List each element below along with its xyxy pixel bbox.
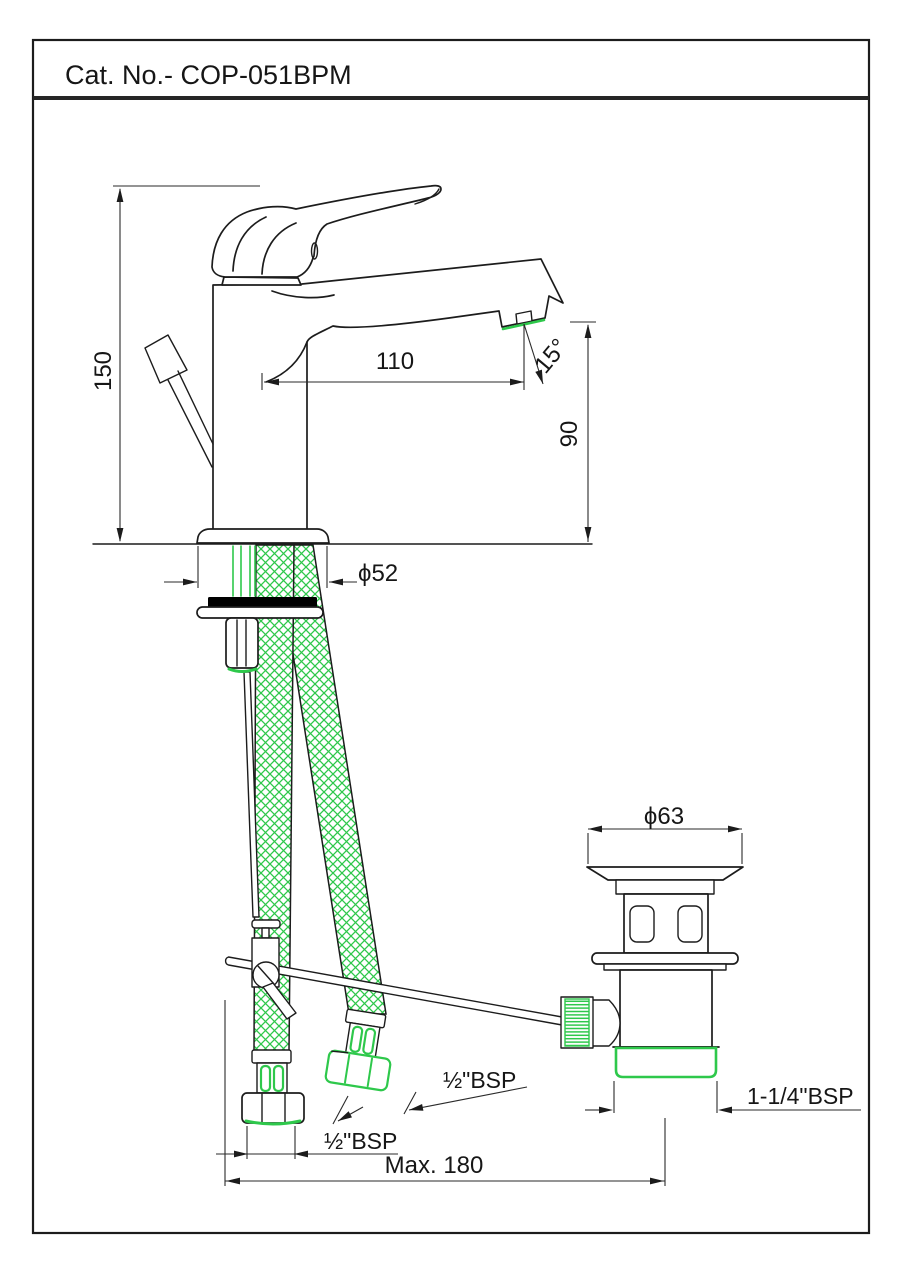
dim-label-110: 110 xyxy=(376,348,414,375)
handle-neck xyxy=(221,276,302,286)
aerator-insert xyxy=(515,310,533,325)
spout-collar-curve xyxy=(271,290,335,299)
overflow-slot xyxy=(677,905,703,943)
dim-waste-thread: 1-1/4"BSP xyxy=(585,1081,861,1114)
dim-label-1-14-bsp: 1-1/4"BSP xyxy=(747,1083,854,1109)
faucet-base-hardware xyxy=(196,545,324,673)
dim-spout-reach: 110 xyxy=(261,348,524,390)
dim-label-half-bsp-right: ½"BSP xyxy=(443,1067,516,1093)
dim-max-mounting-span: Max. 180 xyxy=(224,1000,666,1186)
dim-label-max-180: Max. 180 xyxy=(385,1152,484,1179)
hose-fitting-right xyxy=(324,1008,392,1092)
faucet-body xyxy=(212,258,564,531)
dim-hose-thread-left: ½"BSP xyxy=(216,1126,398,1159)
rubber-gasket xyxy=(208,597,317,608)
pop-up-waste-assembly xyxy=(560,866,744,1079)
waste-lower-body xyxy=(619,969,713,1048)
mounting-nut xyxy=(225,617,259,669)
dim-label-phi63: ϕ63 xyxy=(644,803,684,830)
waste-mid-flange xyxy=(591,952,739,965)
flexible-hose-right xyxy=(275,544,387,1015)
dim-label-90: 90 xyxy=(556,421,583,448)
dim-waste-flange-diameter: ϕ63 xyxy=(587,803,743,864)
spout-root-curve xyxy=(265,341,308,383)
linkage-pivot-block xyxy=(251,919,297,1020)
rod-connector xyxy=(593,999,621,1047)
washer xyxy=(196,606,324,619)
sheet-frame: Cat. No.- COP-051BPM xyxy=(31,38,871,1235)
handle-lever xyxy=(211,184,442,278)
dim-overall-height: 150 xyxy=(90,185,260,542)
dim-hose-thread-right: ½"BSP xyxy=(332,1067,528,1125)
dim-spout-height: 90 xyxy=(556,321,596,542)
pop-up-knob xyxy=(144,334,214,468)
base-flange xyxy=(196,528,330,544)
dim-label-phi52: ϕ52 xyxy=(358,560,398,587)
faucet-handle xyxy=(211,184,442,286)
pivot-lever xyxy=(262,982,297,1020)
dim-body-diameter: ϕ52 xyxy=(164,546,398,588)
dim-label-half-bsp-left: ½"BSP xyxy=(324,1128,397,1154)
waste-top-flange xyxy=(586,866,744,881)
hose-fitting-left xyxy=(241,1049,305,1126)
waste-thread-highlight xyxy=(614,1046,718,1079)
dim-spout-angle: 15° xyxy=(523,323,573,390)
dim-label-150: 150 xyxy=(90,351,117,391)
catalog-number: Cat. No.- COP-051BPM xyxy=(65,60,352,90)
overflow-slot xyxy=(629,905,655,943)
